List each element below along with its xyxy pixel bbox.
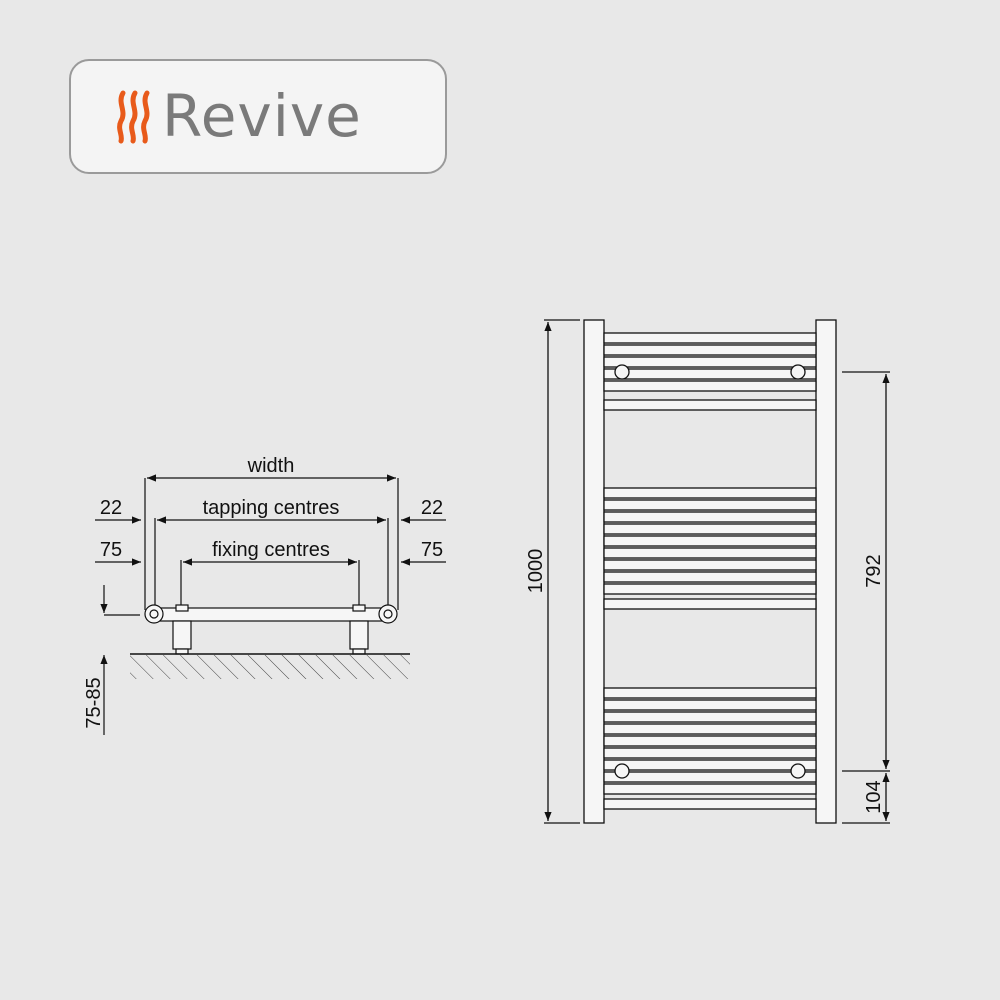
fixing-height-label: 792 bbox=[863, 554, 885, 587]
left-bracket-post bbox=[172, 620, 192, 650]
fixing-point-bottom-left bbox=[614, 763, 630, 779]
brand-name: Revive bbox=[162, 82, 362, 150]
left-bracket-top bbox=[175, 604, 189, 612]
left-fixing-offset: 75 bbox=[100, 539, 122, 561]
right-upright bbox=[815, 319, 837, 824]
bottom-rail-group bbox=[603, 687, 817, 810]
bottom-offset-label: 104 bbox=[863, 780, 885, 813]
tapping-centres-label: tapping centres bbox=[203, 497, 340, 519]
left-upright bbox=[583, 319, 605, 824]
left-tap-hole bbox=[149, 609, 159, 619]
left-tap-cap bbox=[144, 604, 164, 624]
side-rail bbox=[157, 607, 387, 622]
middle-rail-group bbox=[603, 487, 817, 610]
top-rail-group bbox=[603, 332, 817, 411]
height-label: 1000 bbox=[525, 549, 547, 594]
right-tap-hole bbox=[383, 609, 393, 619]
fixing-point-top-left bbox=[614, 364, 630, 380]
wall-hatch bbox=[130, 655, 410, 679]
right-bracket-post bbox=[349, 620, 369, 650]
width-label: width bbox=[247, 455, 295, 477]
right-bracket-top bbox=[352, 604, 366, 612]
right-fixing-offset: 75 bbox=[421, 539, 443, 561]
side-view bbox=[95, 474, 446, 735]
right-tap-cap bbox=[378, 604, 398, 624]
front-view bbox=[544, 319, 890, 824]
fixing-point-bottom-right bbox=[790, 763, 806, 779]
fixing-point-top-right bbox=[790, 364, 806, 380]
fixing-centres-label: fixing centres bbox=[212, 539, 330, 561]
brand-logo-box: Revive bbox=[69, 59, 447, 174]
flame-stripes-icon bbox=[117, 90, 150, 144]
left-tapping-offset: 22 bbox=[100, 497, 122, 519]
right-tapping-offset: 22 bbox=[421, 497, 443, 519]
wall-clearance-label: 75-85 bbox=[83, 677, 105, 728]
